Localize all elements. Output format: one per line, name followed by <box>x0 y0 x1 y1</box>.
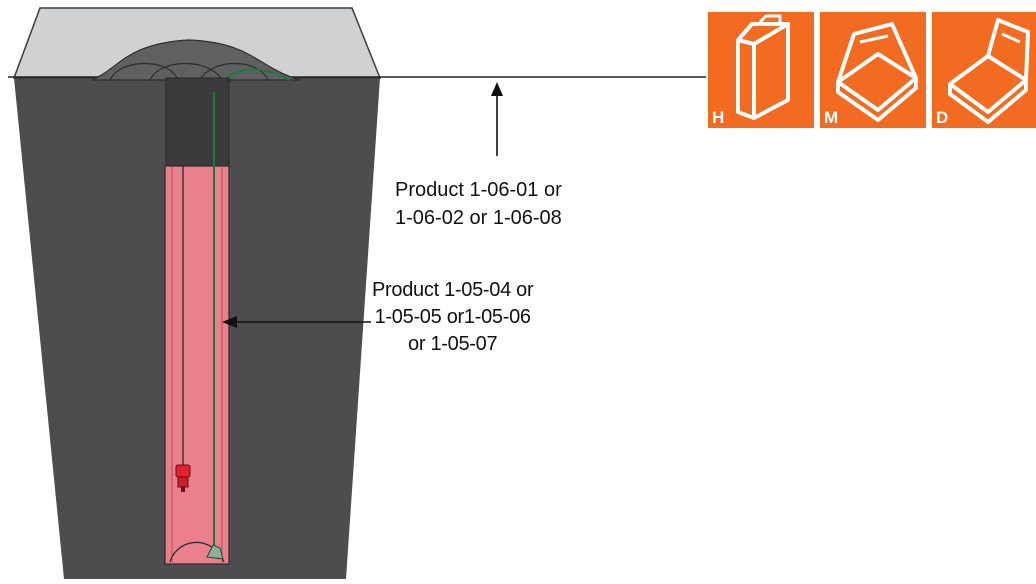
badge-letter: M <box>824 108 838 127</box>
borehole-unit-label: Product 1-05-04 or 1-05-05 or1-05-06 or … <box>372 277 534 358</box>
surface-unit-arrow <box>491 82 503 156</box>
badge-letter: H <box>712 108 724 127</box>
casing-arrow <box>222 316 371 328</box>
open-case-icon <box>836 22 918 122</box>
open-case-icon <box>948 18 1030 124</box>
badge-d: D <box>932 12 1036 128</box>
probe-icon <box>175 464 191 492</box>
borehole-unit-label-line: Product 1-05-04 or <box>372 279 534 301</box>
borehole-casing <box>164 165 230 565</box>
surface-unit-label: Product 1-06-01 or 1-06-02 or 1-06-08 <box>395 176 562 232</box>
borehole-unit-label-line: or 1-05-07 <box>408 333 498 355</box>
badge-letter: D <box>936 108 948 127</box>
borehole-collar <box>165 77 230 167</box>
mound-arc <box>109 62 179 81</box>
upright-case-icon <box>736 14 790 120</box>
borehole-unit-label-line: 1-05-05 or1-05-06 <box>374 306 531 328</box>
badge-h: H <box>708 12 814 128</box>
mound-arc <box>199 62 269 81</box>
bottom-sensor-icon <box>206 544 224 560</box>
surface-unit-label-line: Product 1-06-01 or <box>395 179 562 201</box>
mound-arc <box>149 62 223 81</box>
surface-unit-label-line: 1-06-02 or 1-06-08 <box>395 207 562 229</box>
badge-m: M <box>820 12 926 128</box>
